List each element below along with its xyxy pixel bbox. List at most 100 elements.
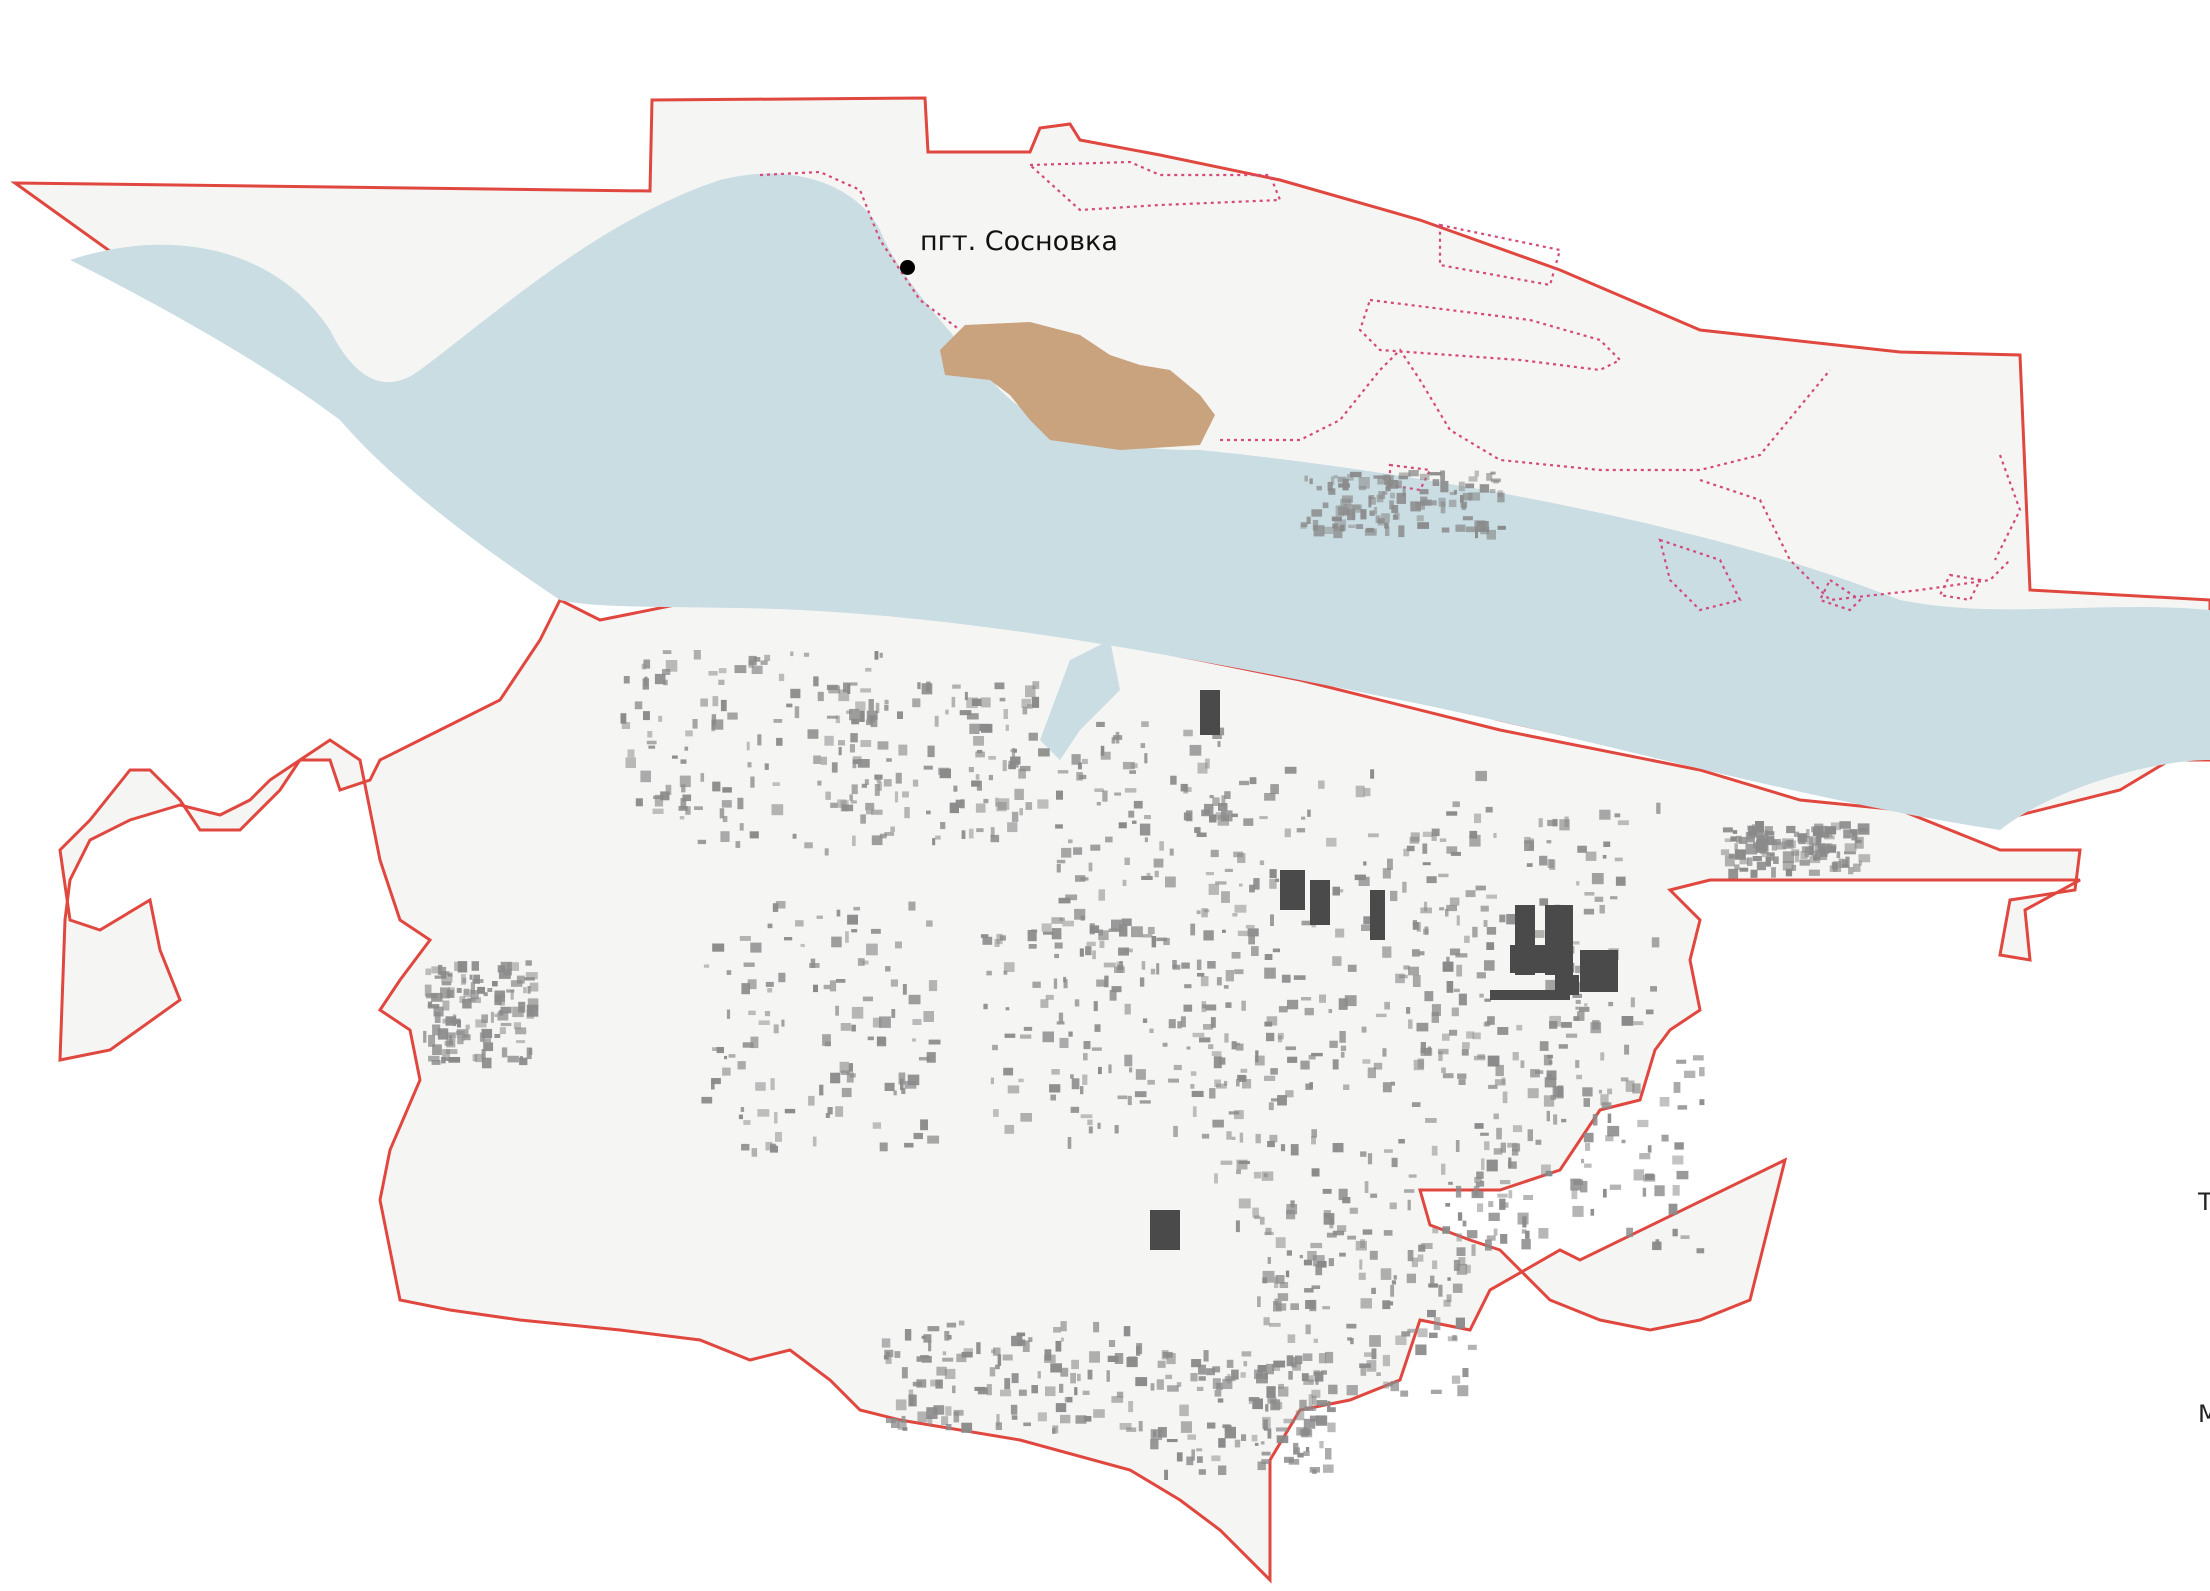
building — [1672, 1228, 1678, 1237]
building — [816, 915, 823, 919]
building — [1853, 863, 1861, 872]
building — [1114, 1353, 1124, 1364]
building — [1672, 1155, 1684, 1165]
building — [738, 1114, 743, 1120]
building — [1734, 864, 1740, 870]
building — [1500, 1142, 1506, 1153]
building — [1488, 1084, 1498, 1089]
building — [627, 749, 635, 758]
building — [1093, 1321, 1100, 1333]
building — [1301, 920, 1313, 926]
building — [1252, 1398, 1263, 1410]
building — [874, 651, 879, 660]
building — [1278, 1386, 1289, 1397]
building — [1384, 475, 1394, 485]
building — [773, 1024, 779, 1034]
building — [1445, 909, 1449, 917]
building — [1002, 760, 1007, 772]
building — [1699, 1099, 1705, 1106]
building — [1456, 964, 1463, 977]
building — [1055, 1403, 1067, 1413]
building — [1546, 1073, 1552, 1080]
building — [1196, 910, 1201, 915]
building — [1025, 802, 1033, 810]
building — [1508, 1161, 1517, 1169]
building — [1308, 1394, 1313, 1406]
building — [1300, 1060, 1310, 1070]
building — [662, 669, 671, 675]
building — [1332, 1059, 1339, 1070]
building — [526, 1004, 539, 1017]
building — [1728, 868, 1739, 879]
building — [939, 768, 951, 779]
building — [1758, 821, 1764, 828]
building — [1446, 811, 1458, 816]
building — [1197, 762, 1208, 774]
building — [1252, 1207, 1259, 1218]
building — [1810, 850, 1814, 858]
building — [1809, 837, 1819, 846]
building — [1838, 858, 1845, 868]
building — [1134, 1091, 1147, 1098]
building — [1699, 1067, 1705, 1077]
building — [431, 1060, 441, 1065]
building — [813, 755, 821, 764]
building — [928, 1340, 932, 1352]
building — [1529, 838, 1534, 850]
building — [1192, 1106, 1197, 1117]
building — [1552, 818, 1558, 827]
building — [456, 988, 462, 993]
building — [711, 719, 724, 730]
building — [1206, 1368, 1215, 1376]
building — [852, 763, 857, 769]
building — [1264, 1231, 1274, 1236]
building — [884, 699, 889, 705]
building — [1051, 917, 1063, 924]
building — [1168, 1019, 1176, 1029]
building — [790, 688, 801, 699]
building — [1222, 1424, 1231, 1429]
building — [1007, 822, 1018, 833]
building — [902, 1427, 908, 1431]
building — [1068, 839, 1073, 844]
building — [847, 914, 858, 925]
building — [1010, 749, 1017, 753]
building — [1060, 1337, 1064, 1342]
building — [824, 735, 834, 746]
building — [1237, 930, 1248, 937]
building — [1360, 1365, 1367, 1376]
building — [1319, 1441, 1324, 1449]
building — [1311, 1052, 1323, 1057]
building — [1332, 1230, 1345, 1236]
building — [1851, 830, 1857, 837]
building — [433, 1006, 444, 1017]
building — [1130, 763, 1138, 769]
building — [1764, 830, 1768, 835]
building — [472, 979, 484, 983]
building — [1225, 970, 1234, 982]
building — [1346, 1385, 1358, 1396]
building — [1410, 832, 1420, 842]
building — [1022, 1340, 1030, 1352]
building — [1285, 1046, 1296, 1051]
building — [1209, 795, 1214, 799]
building — [1020, 1113, 1032, 1122]
building — [680, 798, 687, 810]
building — [1235, 1042, 1240, 1046]
building — [1438, 1284, 1443, 1297]
building — [772, 782, 780, 786]
building — [949, 802, 959, 814]
building — [848, 1063, 853, 1072]
building — [917, 682, 921, 690]
building — [800, 943, 805, 948]
building — [1054, 942, 1063, 949]
building — [1020, 1034, 1032, 1039]
building — [1684, 1070, 1696, 1078]
building — [926, 1052, 936, 1063]
building — [1081, 758, 1088, 764]
building — [1255, 1133, 1261, 1144]
building — [847, 682, 858, 686]
building — [662, 650, 672, 654]
building — [1124, 857, 1130, 865]
